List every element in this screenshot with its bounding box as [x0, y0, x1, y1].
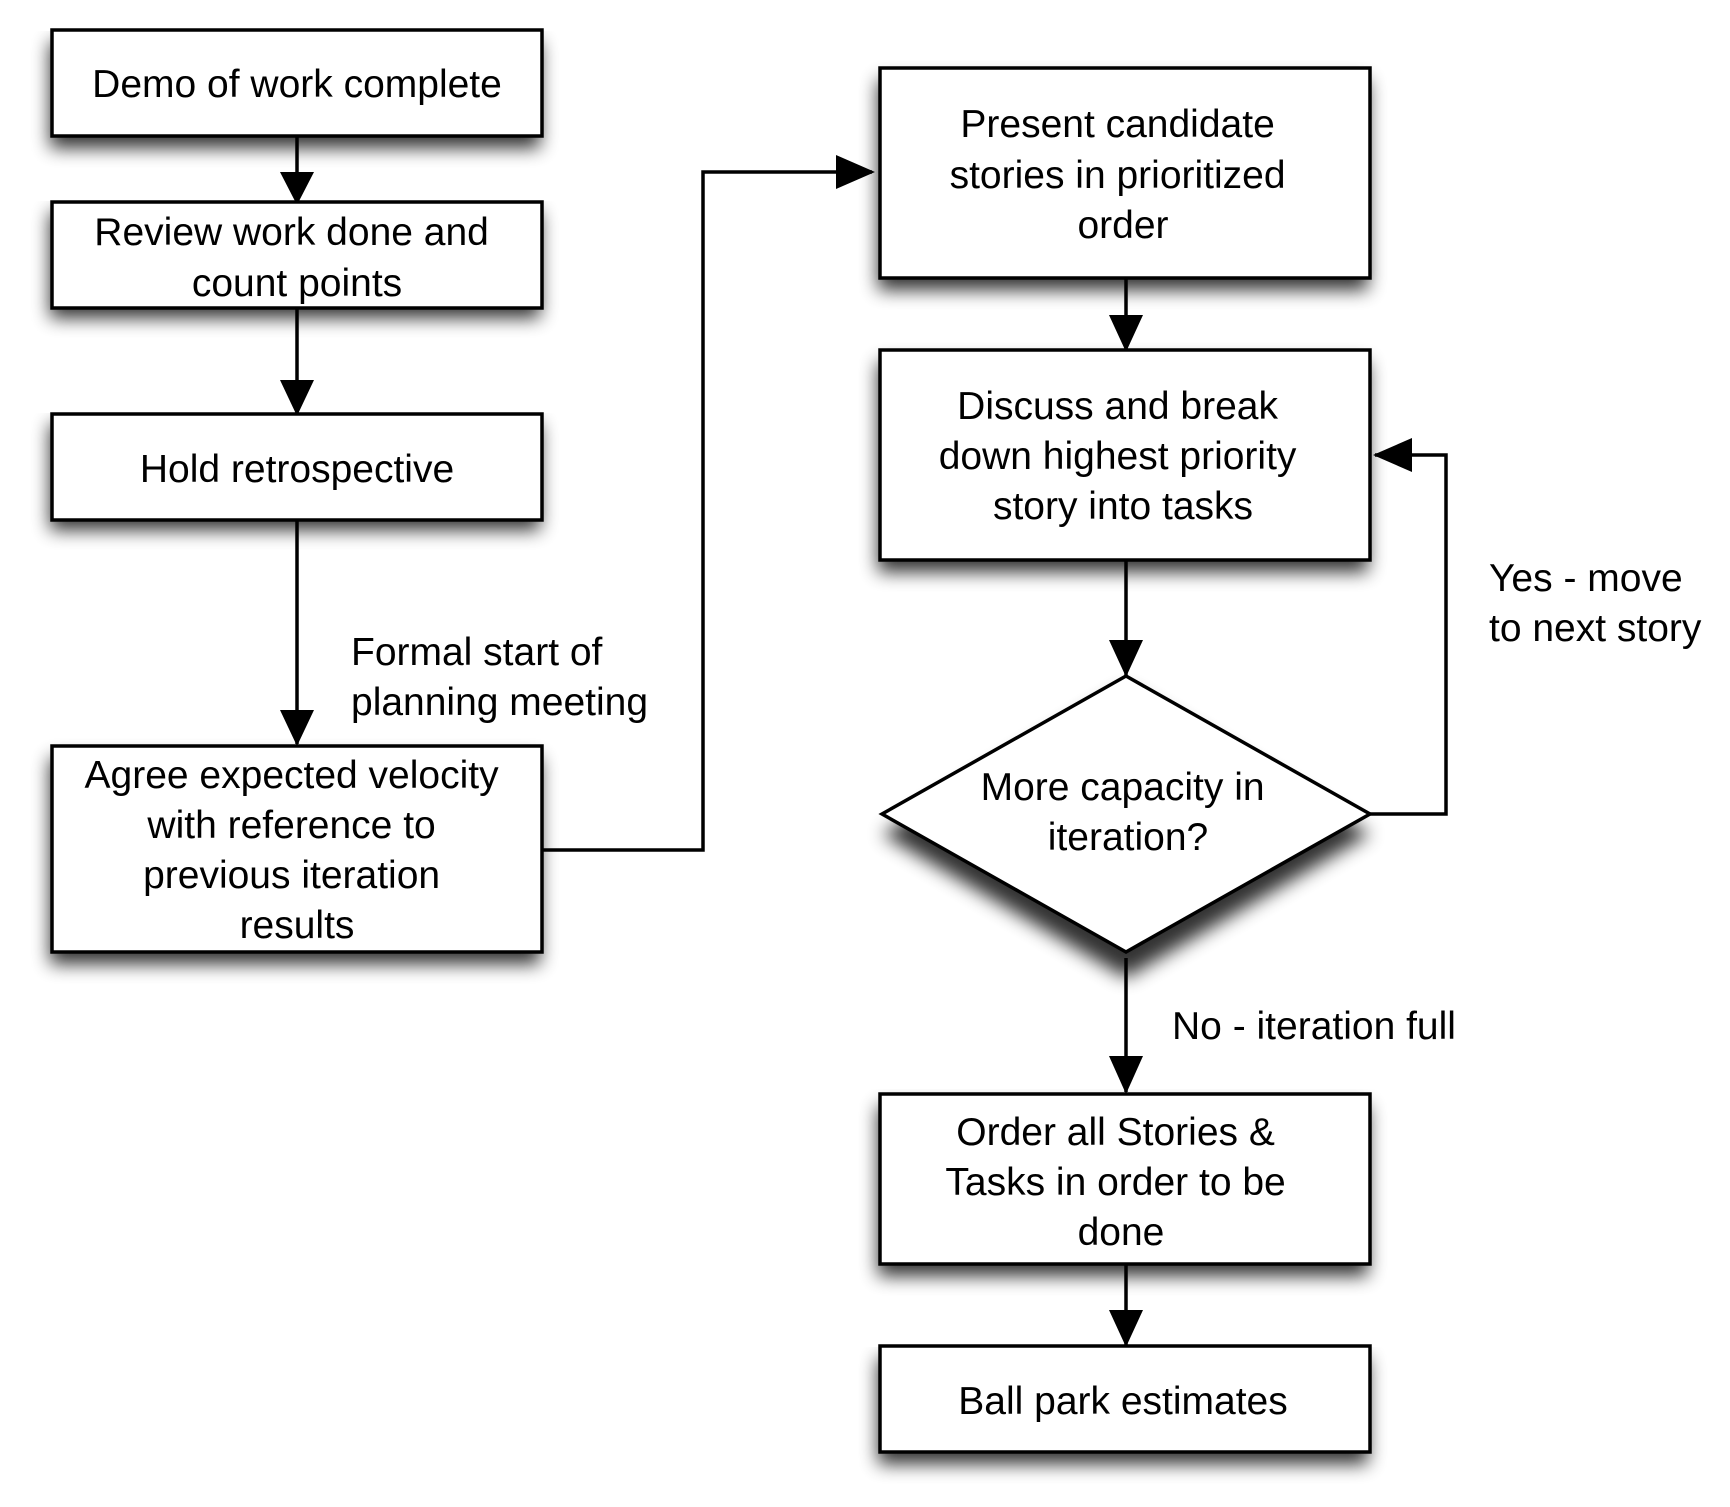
label-yes-line: to next story	[1489, 607, 1702, 650]
svg-text:Review work done and cou: Review work done and count points	[94, 211, 499, 305]
node-review: Review work done and count points	[50, 200, 544, 310]
arrowhead-layer	[280, 155, 1412, 1347]
node-discuss-line: down highest priority	[939, 435, 1297, 478]
label-yes-line: Yes - move	[1489, 557, 1683, 600]
svg-text:Order all Stories & Task: Order all Stories & Tasks in order to be…	[945, 1111, 1296, 1254]
node-demo: Demo of work complete	[50, 28, 544, 138]
node-demo-line: Demo of work complete	[92, 63, 502, 106]
node-discuss-line: Discuss and break	[957, 385, 1278, 428]
node-order-line: done	[1078, 1211, 1165, 1254]
arrowhead-icon	[836, 155, 875, 189]
arrowhead-icon	[1373, 438, 1412, 472]
arrowhead-icon	[1109, 1056, 1143, 1094]
label-yes: Yes - move to next story	[1489, 557, 1702, 650]
label-no: No - iteration full	[1172, 1005, 1456, 1048]
node-present-line: Present candidate	[960, 103, 1274, 146]
label-formal-start: Formal start of planning meeting	[351, 631, 648, 724]
node-ballpark-line: Ball park estimates	[958, 1380, 1287, 1423]
arrow-velocity-to-present	[542, 170, 872, 852]
label-formal-start-line: Formal start of	[351, 631, 603, 674]
node-retro-line: Hold retrospective	[140, 448, 454, 491]
arrowhead-icon	[280, 172, 314, 205]
node-review-line: Review work done and	[94, 211, 489, 254]
svg-text:Agree expected velocity: Agree expected velocity with reference t…	[85, 754, 510, 947]
node-order-line: Order all Stories &	[956, 1111, 1275, 1154]
decision-capacity-line: iteration?	[1048, 816, 1208, 859]
arrowhead-icon	[280, 710, 314, 746]
node-present-line: order	[1077, 204, 1168, 247]
svg-text:Hold retrospective: Hold retrospective	[140, 448, 454, 491]
node-present: Present candidate stories in prioritized…	[878, 66, 1372, 280]
arrowhead-icon	[280, 380, 314, 416]
svg-text:Present candidate storie: Present candidate stories in prioritized…	[950, 103, 1297, 247]
arrowhead-icon	[1109, 315, 1143, 352]
node-velocity-line: results	[240, 904, 355, 947]
decision-capacity-line: More capacity in	[981, 766, 1265, 809]
svg-text:Ball park estimates: Ball park estimates	[958, 1380, 1287, 1423]
node-discuss: Discuss and break down highest priority …	[878, 348, 1372, 562]
arrow-capacity-yes-to-discuss	[1370, 453, 1448, 816]
svg-text:Demo of work complete: Demo of work complete	[92, 63, 502, 106]
node-velocity-line: previous iteration	[143, 854, 440, 897]
node-discuss-line: story into tasks	[993, 485, 1253, 528]
node-order-line: Tasks in order to be	[945, 1161, 1285, 1204]
node-velocity-line: Agree expected velocity	[85, 754, 500, 797]
svg-text:More capacity in iterati: More capacity in iteration?	[981, 766, 1276, 859]
svg-text:Discuss and break down h: Discuss and break down highest priority …	[939, 385, 1308, 528]
node-order: Order all Stories & Tasks in order to be…	[878, 1092, 1372, 1266]
node-retro: Hold retrospective	[50, 412, 544, 522]
arrowhead-icon	[1109, 640, 1143, 677]
node-ballpark: Ball park estimates	[878, 1344, 1372, 1454]
node-present-line: stories in prioritized	[950, 154, 1286, 197]
node-velocity-line: with reference to	[146, 804, 435, 847]
decision-capacity: More capacity in iteration?	[878, 673, 1374, 955]
arrowhead-icon	[1109, 1310, 1143, 1347]
label-formal-start-line: planning meeting	[351, 681, 648, 724]
node-review-line: count points	[192, 262, 402, 305]
node-velocity: Agree expected velocity with reference t…	[50, 744, 544, 954]
label-no-line: No - iteration full	[1172, 1005, 1456, 1048]
